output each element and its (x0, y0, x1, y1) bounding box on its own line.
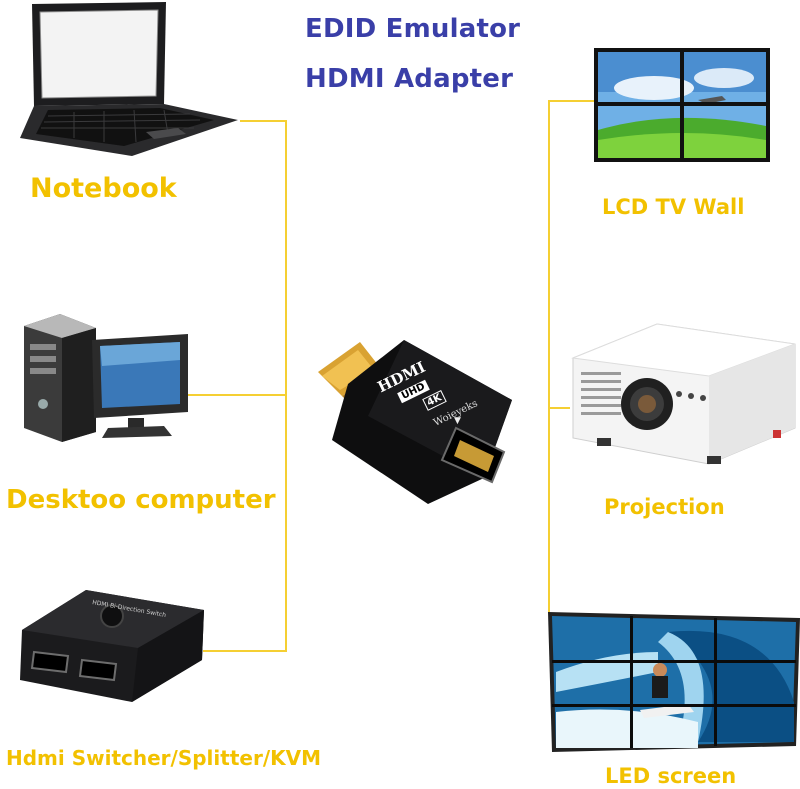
title-hdmi-adapter: HDMI Adapter (305, 64, 514, 94)
led-screen-image (548, 612, 800, 752)
label-led-screen: LED screen (605, 764, 737, 788)
connector-desktop-horizontal (186, 394, 287, 396)
label-lcd-tv-wall: LCD TV Wall (602, 195, 745, 219)
notebook-image (14, 0, 242, 160)
connector-left-vertical (285, 120, 287, 652)
connector-projection-horizontal (548, 407, 570, 409)
arrow-down-icon: ▼ (454, 416, 461, 426)
hdmi-switcher-image: HDMI Bi-Direction Switch (12, 582, 212, 712)
projector-image (567, 320, 799, 470)
connector-notebook-horizontal (240, 120, 287, 122)
label-hdmi-switcher: Hdmi Switcher/Splitter/KVM (6, 746, 321, 770)
label-projection: Projection (604, 495, 725, 519)
desktop-computer-image (12, 300, 192, 445)
connector-switcher-horizontal (203, 650, 287, 652)
label-desktop-computer: Desktoo computer (6, 485, 276, 515)
title-edid-emulator: EDID Emulator (305, 14, 521, 44)
lcd-tv-wall-image (594, 48, 770, 162)
label-notebook: Notebook (30, 173, 177, 204)
connector-tvwall-horizontal (548, 100, 596, 102)
edid-adapter-image (308, 328, 518, 506)
connector-right-vertical (548, 100, 550, 613)
